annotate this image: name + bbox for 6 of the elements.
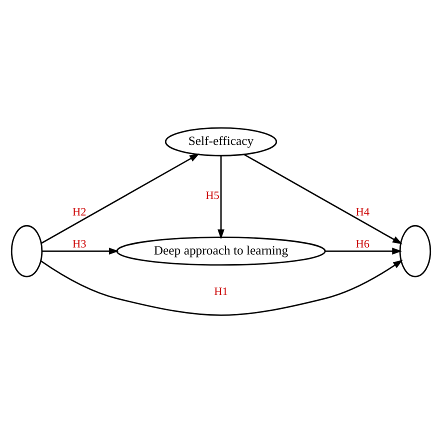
edge-label: H1 [214, 285, 228, 298]
edge-label: H4 [356, 206, 370, 218]
edge-label: H6 [356, 238, 370, 250]
edge-label: H2 [72, 206, 86, 218]
edge-label: H5 [206, 190, 220, 202]
edge-label: H3 [72, 238, 86, 250]
